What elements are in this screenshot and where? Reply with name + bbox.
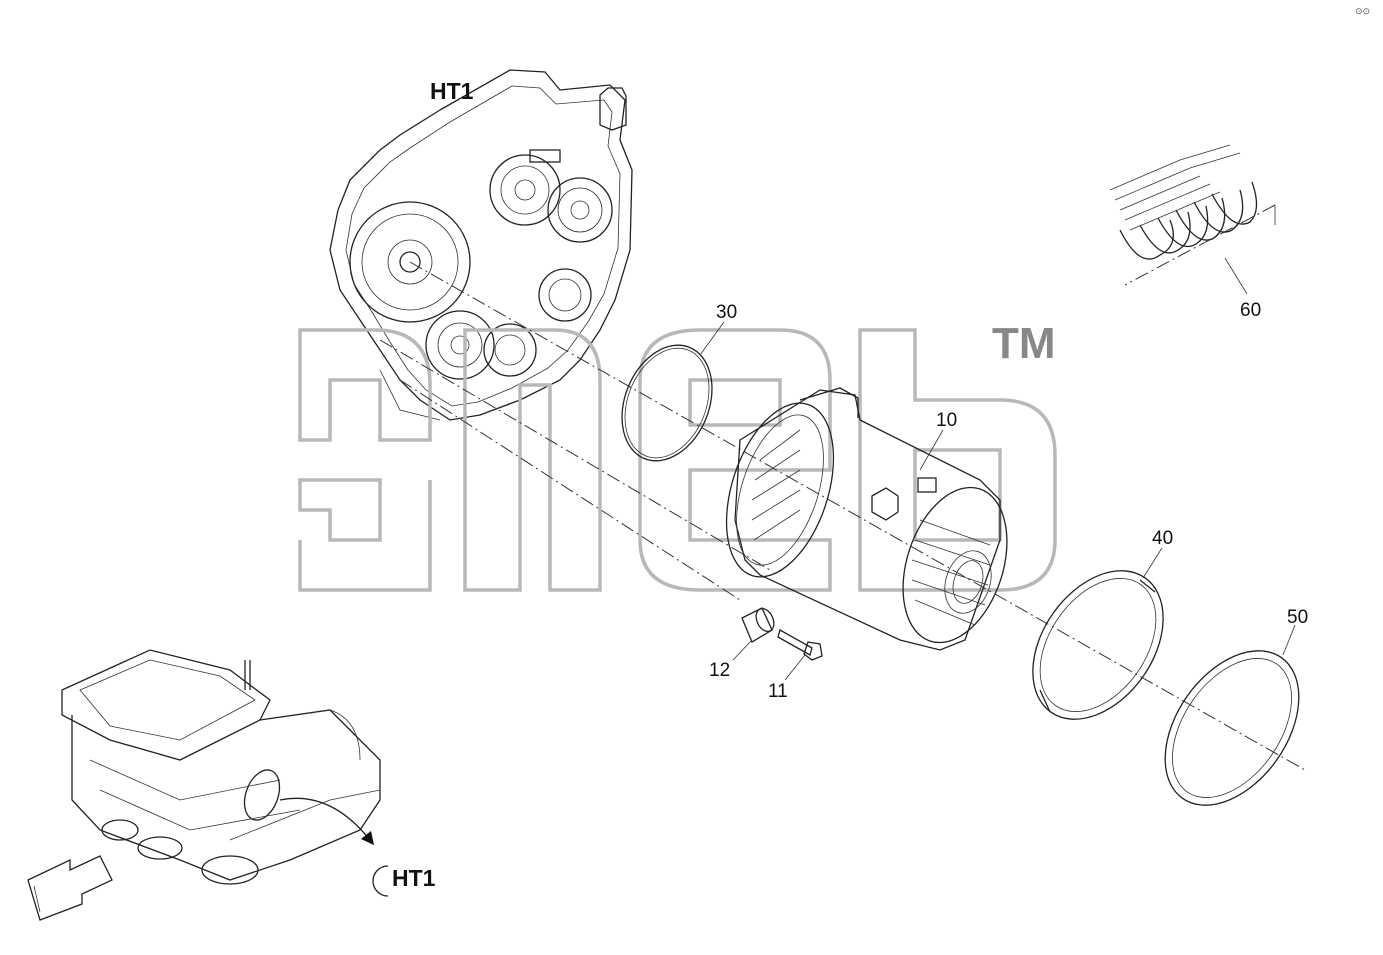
o-ring-30 (621, 344, 713, 462)
detail-marker-circle (372, 865, 389, 897)
detail-label-bottom: HT1 (392, 865, 436, 891)
callout-12: 12 (709, 660, 730, 681)
ring-40 (1032, 570, 1164, 720)
callout-10: 10 (936, 410, 957, 431)
motor-10 (725, 387, 1008, 651)
watermark-logo: TM (298, 319, 1057, 592)
bolt-11 (777, 629, 823, 661)
assembly-axis-lines (379, 204, 1306, 771)
leader-lines (699, 257, 1296, 681)
callout-60: 60 (1240, 300, 1261, 321)
callout-11: 11 (768, 681, 788, 702)
corner-mark: ⊙⊙ (1355, 7, 1370, 17)
gearbox-housing (329, 69, 633, 421)
watermark-trademark: TM (992, 319, 1056, 368)
ring-50 (1164, 650, 1300, 806)
callout-30: 30 (716, 302, 737, 323)
cable-ties-60 (1109, 144, 1258, 260)
callout-50: 50 (1287, 607, 1308, 628)
paver-overview (27, 649, 381, 921)
callout-40: 40 (1152, 528, 1173, 549)
spacer-12 (741, 607, 775, 643)
detail-label-top: HT1 (430, 78, 474, 104)
